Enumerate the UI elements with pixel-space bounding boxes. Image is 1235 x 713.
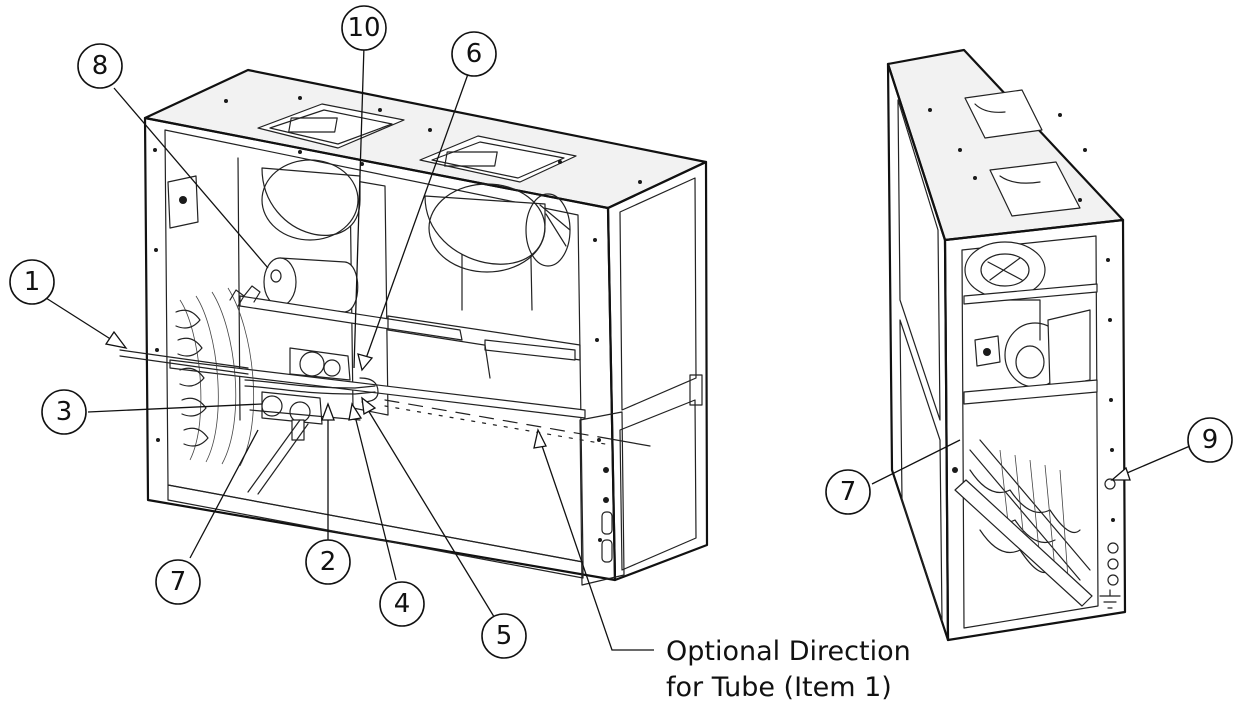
callout-label: 7 [170, 567, 187, 597]
leader-lines [45, 45, 1191, 651]
callout-7-left: 7 [155, 559, 201, 605]
callout-label: 6 [466, 39, 483, 69]
note-line-1: Optional Direction [666, 636, 911, 667]
callout-label: 8 [92, 51, 109, 81]
right-unit-drawing [886, 48, 1127, 642]
callout-label: 7 [840, 477, 857, 507]
callout-label: 1 [24, 267, 41, 297]
callout-label: 5 [496, 621, 513, 651]
callout-label: 9 [1202, 425, 1219, 455]
callout-label: 3 [56, 397, 73, 427]
callout-7-right: 7 [825, 469, 871, 515]
callout-2: 2 [305, 539, 351, 585]
callout-1: 1 [9, 259, 55, 305]
callout-3: 3 [41, 389, 87, 435]
left-unit-drawing [119, 68, 709, 586]
note-line-2: for Tube (Item 1) [666, 672, 892, 703]
callout-8: 8 [77, 43, 123, 89]
callout-5: 5 [481, 613, 527, 659]
callout-label: 2 [320, 547, 337, 577]
callout-9: 9 [1187, 417, 1233, 463]
callout-label: 10 [347, 13, 380, 43]
callout-10: 10 [341, 5, 387, 51]
callout-6: 6 [451, 31, 497, 77]
callout-4: 4 [379, 581, 425, 627]
callout-label: 4 [394, 589, 411, 619]
